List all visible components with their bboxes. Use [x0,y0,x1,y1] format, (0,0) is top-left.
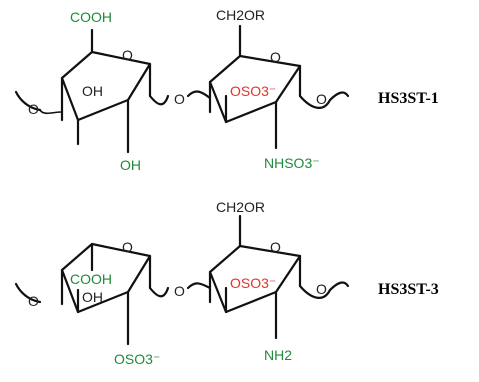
structure-hs3st-3: COOH OH OSO3⁻ CH2OR OSO3⁻ NH2 O O O O O … [14,199,439,367]
uronic-carboxyl-label: COOH [70,271,112,287]
glycosidic-oxygen-right-label: O [316,91,327,107]
uronic-ring-oh-label: OH [82,83,103,99]
uronic-bottom-label: OSO3⁻ [114,351,160,367]
glucosamine-n-label: NH2 [264,347,292,363]
glucosamine-top-label: CH2OR [216,199,265,215]
ring-oxygen-right-label: O [270,239,281,255]
ring-oxygen-right-label: O [270,49,281,65]
uronic-acid-ring [14,242,170,346]
glycosidic-oxygen-left-label: O [28,293,39,309]
uronic-bottom-label: OH [120,157,141,173]
glycosidic-oxygen-right-label: O [316,281,327,297]
enzyme-label: HS3ST-1 [378,90,439,107]
ring-oxygen-left-label: O [122,239,133,255]
glycosidic-oxygen-left-label: O [28,101,39,117]
glucosamine-ring [186,214,350,340]
glycosidic-oxygen-middle-label: O [174,283,185,299]
glucosamine-o3-label: OSO3⁻ [230,275,276,291]
uronic-ring-oh-label: OH [82,289,103,305]
glucosamine-o3-label: OSO3⁻ [230,83,276,99]
enzyme-label: HS3ST-3 [378,281,439,298]
glucosamine-ring [186,24,350,150]
ring-oxygen-left-label: O [122,47,133,63]
glucosamine-top-label: CH2OR [216,7,265,23]
uronic-acid-ring [14,28,170,154]
glycosidic-oxygen-middle-label: O [174,91,185,107]
uronic-carboxyl-label: COOH [70,9,112,25]
structure-hs3st-1: COOH OH OH CH2OR OSO3⁻ NHSO3⁻ O O O O O … [14,7,439,173]
glucosamine-n-label: NHSO3⁻ [264,155,320,171]
